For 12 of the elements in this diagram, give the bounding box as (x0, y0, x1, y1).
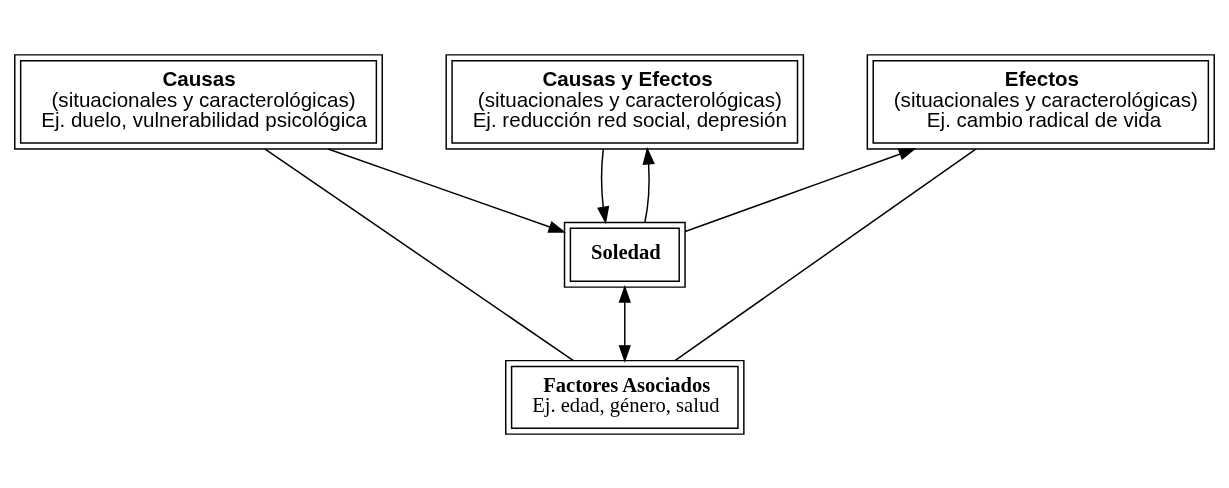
node-box: Soledad (563, 221, 686, 288)
node-box: Efectos (situacionales y caracterológicas) Ej. cambio radical de vida (866, 53, 1215, 150)
arrow (618, 284, 631, 363)
node-box: Causas (situacionales y caracterológicas) Ej. duelo, vulnerabilidad psicológica (14, 53, 383, 150)
node-box: Factores Asociados Ej. edad, género, salud (505, 359, 745, 435)
arrow (597, 147, 610, 224)
connector (674, 147, 977, 361)
arrow (642, 146, 655, 223)
node-box: Causas y Efectos (situacionales y caracterológicas) Ej. reducción red social, depresión (445, 53, 805, 150)
arrow (684, 147, 917, 232)
connector (264, 147, 575, 361)
arrow (327, 147, 567, 233)
